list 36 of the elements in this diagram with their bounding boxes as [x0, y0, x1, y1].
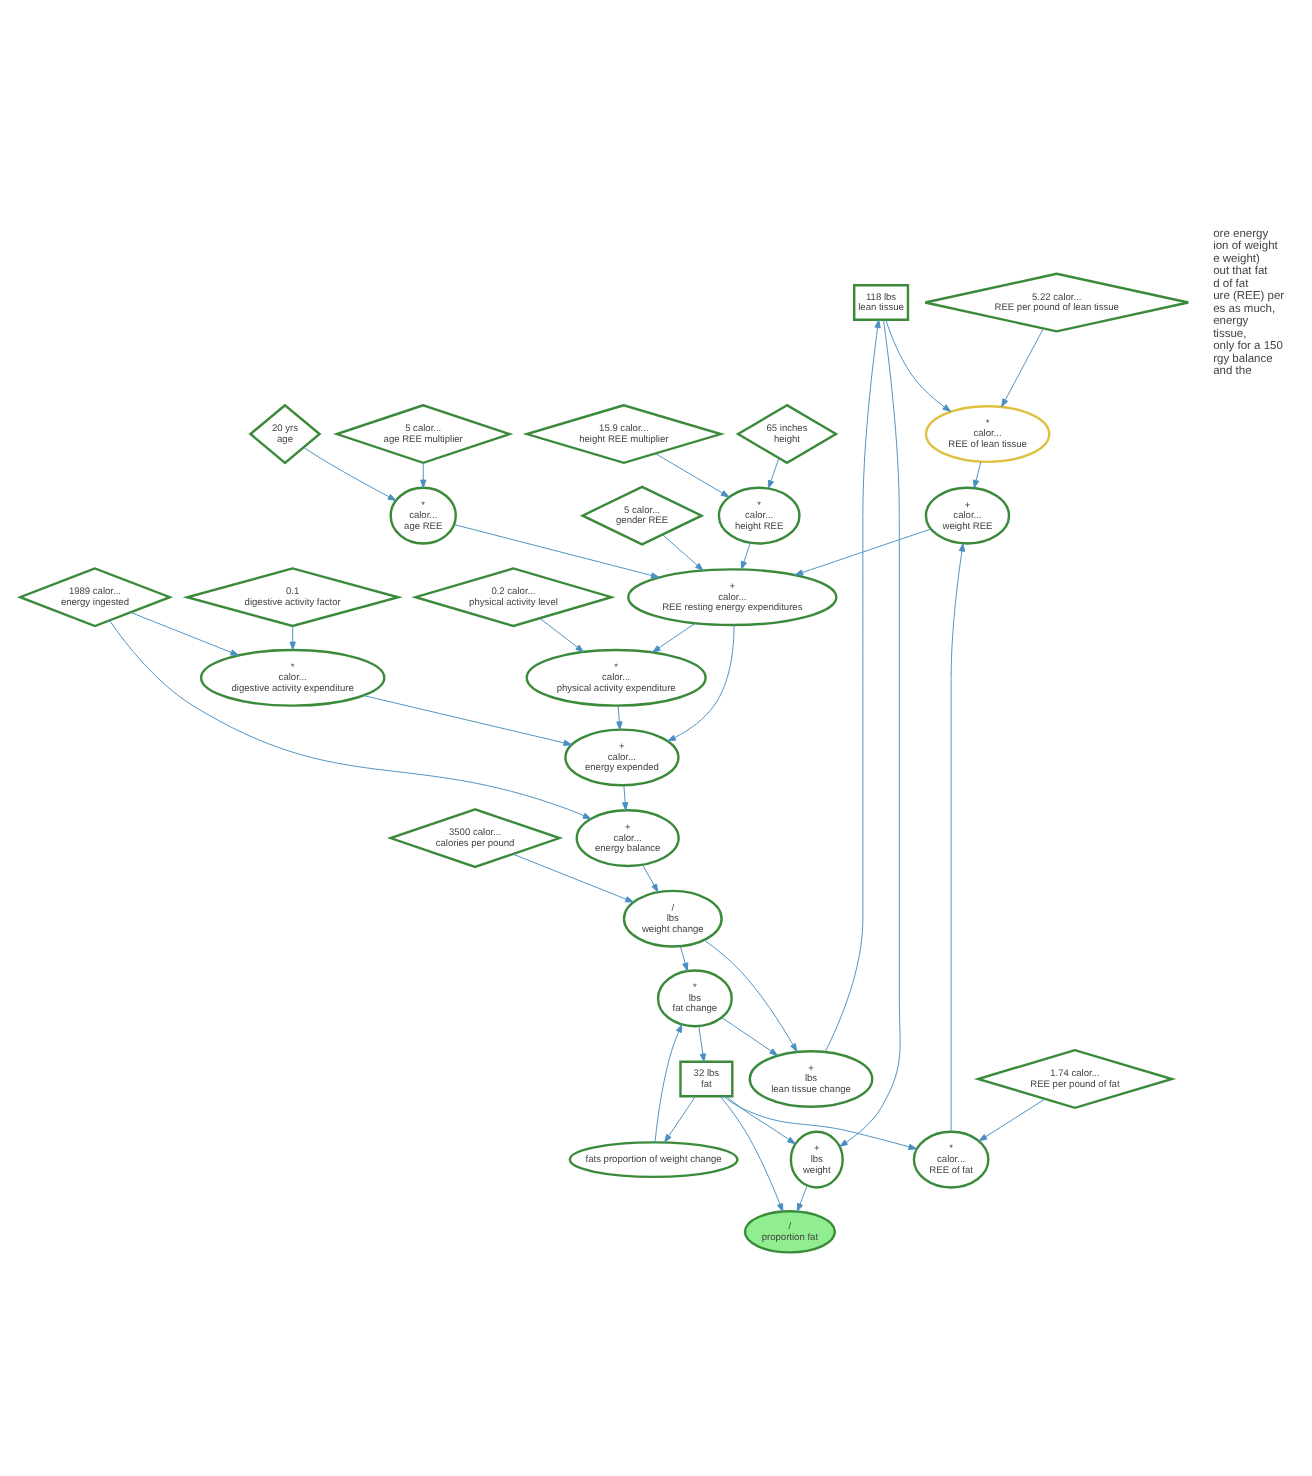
arrow: [721, 1017, 779, 1056]
arrow: [654, 1023, 683, 1143]
arrow: [453, 524, 660, 579]
arrow: [642, 864, 659, 893]
arrow: [303, 447, 397, 501]
arrow: [698, 1025, 707, 1063]
arrow: [796, 1185, 808, 1212]
arrow: [839, 319, 901, 1147]
arrow: [679, 945, 689, 972]
arrow: [740, 542, 751, 570]
arrow: [1001, 328, 1044, 408]
arrow: [950, 542, 966, 1133]
arrow: [767, 458, 780, 489]
arrow: [885, 319, 952, 412]
arrow: [655, 453, 730, 498]
arrow: [289, 625, 296, 651]
arrow: [973, 461, 982, 489]
arrow: [664, 1096, 696, 1143]
arrow: [109, 620, 592, 820]
arrow: [652, 622, 696, 653]
arrow: [662, 534, 704, 571]
arrow: [363, 695, 573, 746]
arrow: [794, 528, 932, 576]
arrow: [512, 853, 634, 903]
arrow: [622, 785, 629, 811]
arrow: [720, 1096, 784, 1213]
arrow: [978, 1098, 1046, 1142]
arrow: [723, 1095, 918, 1150]
arrow: [703, 939, 798, 1052]
arrow: [130, 611, 239, 656]
arrow: [420, 462, 427, 489]
arrow: [667, 624, 735, 742]
arrow: [824, 319, 881, 1053]
arrow: [616, 705, 623, 730]
arrow: [539, 617, 585, 653]
arrow: [725, 1096, 796, 1145]
